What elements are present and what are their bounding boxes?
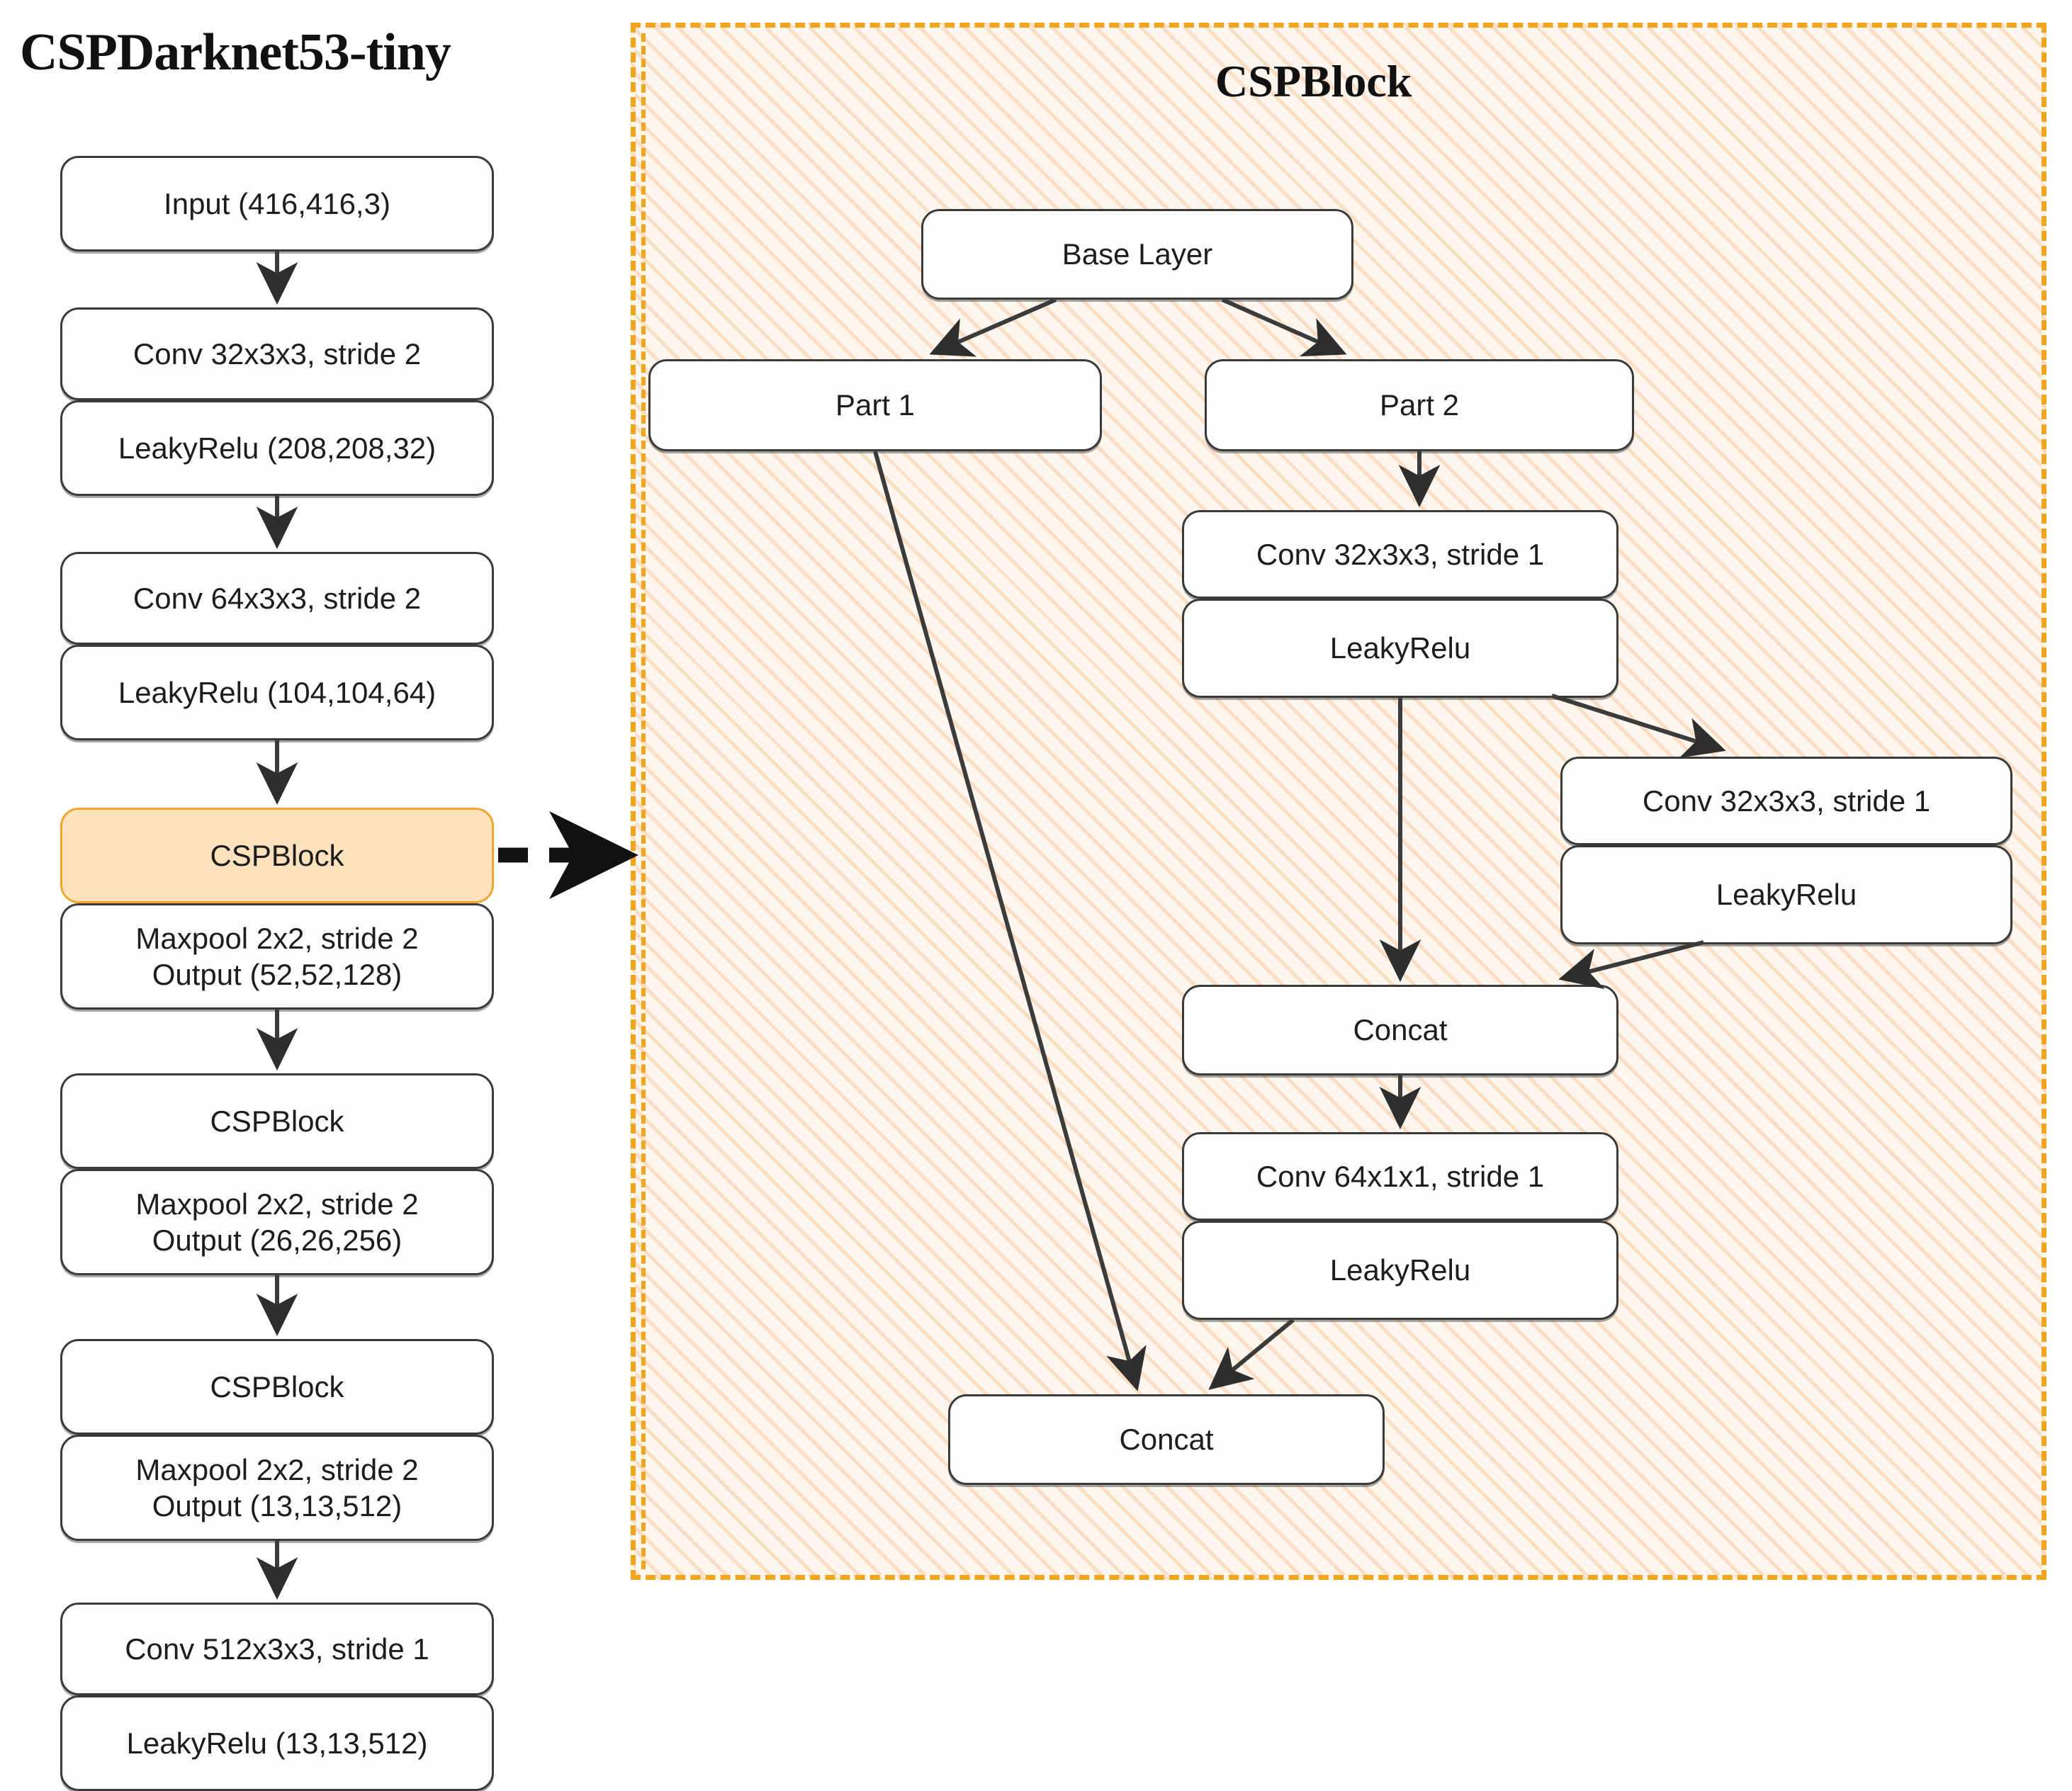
node-cspblock-1[interactable]: CSPBlock (60, 808, 494, 903)
node-conv-32[interactable]: Conv 32x3x3, stride 2 (60, 307, 494, 400)
page-title-backbone: CSPDarknet53-tiny (20, 23, 451, 81)
node-part-2[interactable]: Part 2 (1205, 359, 1634, 451)
node-part-1[interactable]: Part 1 (648, 359, 1102, 451)
node-cspblock-2[interactable]: CSPBlock (60, 1073, 494, 1169)
node-maxpool-52[interactable]: Maxpool 2x2, stride 2 Output (52,52,128) (60, 903, 494, 1010)
node-leakyrelu-a[interactable]: LeakyRelu (1182, 599, 1618, 698)
node-conv-32-a[interactable]: Conv 32x3x3, stride 1 (1182, 510, 1618, 599)
node-base-layer[interactable]: Base Layer (921, 209, 1353, 300)
node-leakyrelu-c[interactable]: LeakyRelu (1182, 1221, 1618, 1320)
node-conv-64[interactable]: Conv 64x3x3, stride 2 (60, 552, 494, 645)
node-conv-64-1x1[interactable]: Conv 64x1x1, stride 1 (1182, 1132, 1618, 1221)
node-leakyrelu-104[interactable]: LeakyRelu (104,104,64) (60, 645, 494, 740)
node-conv-512[interactable]: Conv 512x3x3, stride 1 (60, 1603, 494, 1695)
node-cspblock-3[interactable]: CSPBlock (60, 1339, 494, 1435)
node-leakyrelu-b[interactable]: LeakyRelu (1560, 845, 2012, 944)
page-title-cspblock: CSPBlock (1215, 56, 1412, 106)
node-leakyrelu-512[interactable]: LeakyRelu (13,13,512) (60, 1695, 494, 1791)
node-conv-32-b[interactable]: Conv 32x3x3, stride 1 (1560, 757, 2012, 845)
node-maxpool-13[interactable]: Maxpool 2x2, stride 2 Output (13,13,512) (60, 1435, 494, 1541)
node-leakyrelu-208[interactable]: LeakyRelu (208,208,32) (60, 400, 494, 496)
node-concat-outer[interactable]: Concat (948, 1394, 1385, 1485)
node-concat-inner[interactable]: Concat (1182, 985, 1618, 1075)
node-input[interactable]: Input (416,416,3) (60, 156, 494, 252)
node-maxpool-26[interactable]: Maxpool 2x2, stride 2 Output (26,26,256) (60, 1169, 494, 1275)
